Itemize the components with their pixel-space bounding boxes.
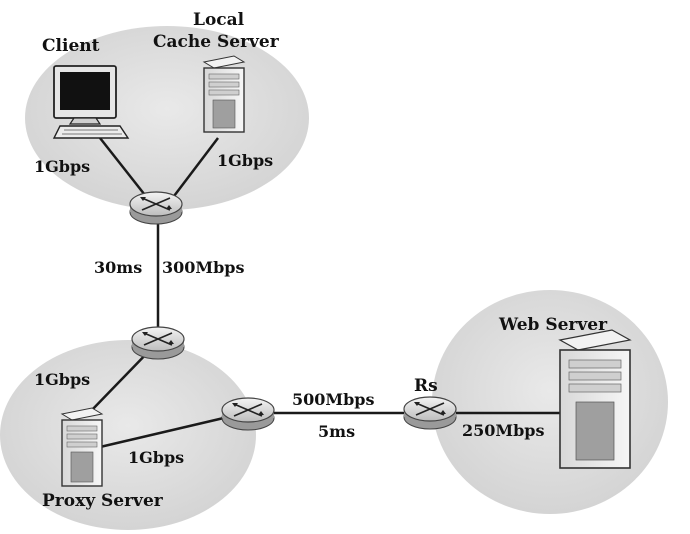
edge-rs-bandwidth-label: 500Mbps xyxy=(292,390,375,409)
local-cache-label-line2: Cache Server xyxy=(153,32,280,52)
web-server-icon xyxy=(558,329,632,469)
cache-link-label: 1Gbps xyxy=(217,151,273,170)
proxy-server-label: Proxy Server xyxy=(42,491,164,511)
client-link-label: 1Gbps xyxy=(34,157,90,176)
rs-router-label: Rs xyxy=(414,376,438,396)
web-server-label: Web Server xyxy=(498,315,608,335)
proxy-server-icon xyxy=(60,407,104,487)
client-label: Client xyxy=(42,36,100,56)
client-computer-icon xyxy=(52,65,130,139)
proxy-edge-link xyxy=(99,415,229,449)
edge-rs-delay-label: 5ms xyxy=(318,422,355,441)
proxy-uplink xyxy=(89,347,153,413)
proxy-uplink-label: 1Gbps xyxy=(34,370,90,389)
local-router-icon xyxy=(129,191,183,225)
local-cache-server-icon xyxy=(202,55,246,133)
edge-router-icon xyxy=(221,397,275,431)
local-cache-label-line1: Local xyxy=(193,10,245,30)
proxy-edge-link-label: 1Gbps xyxy=(128,448,184,467)
backbone-delay-label: 30ms xyxy=(94,258,142,277)
rs-webserver-link-label: 250Mbps xyxy=(462,421,545,440)
proxy-router-icon xyxy=(131,326,185,360)
rs-router-icon xyxy=(403,396,457,430)
backbone-bandwidth-label: 300Mbps xyxy=(162,258,245,277)
cache-link xyxy=(167,137,219,205)
